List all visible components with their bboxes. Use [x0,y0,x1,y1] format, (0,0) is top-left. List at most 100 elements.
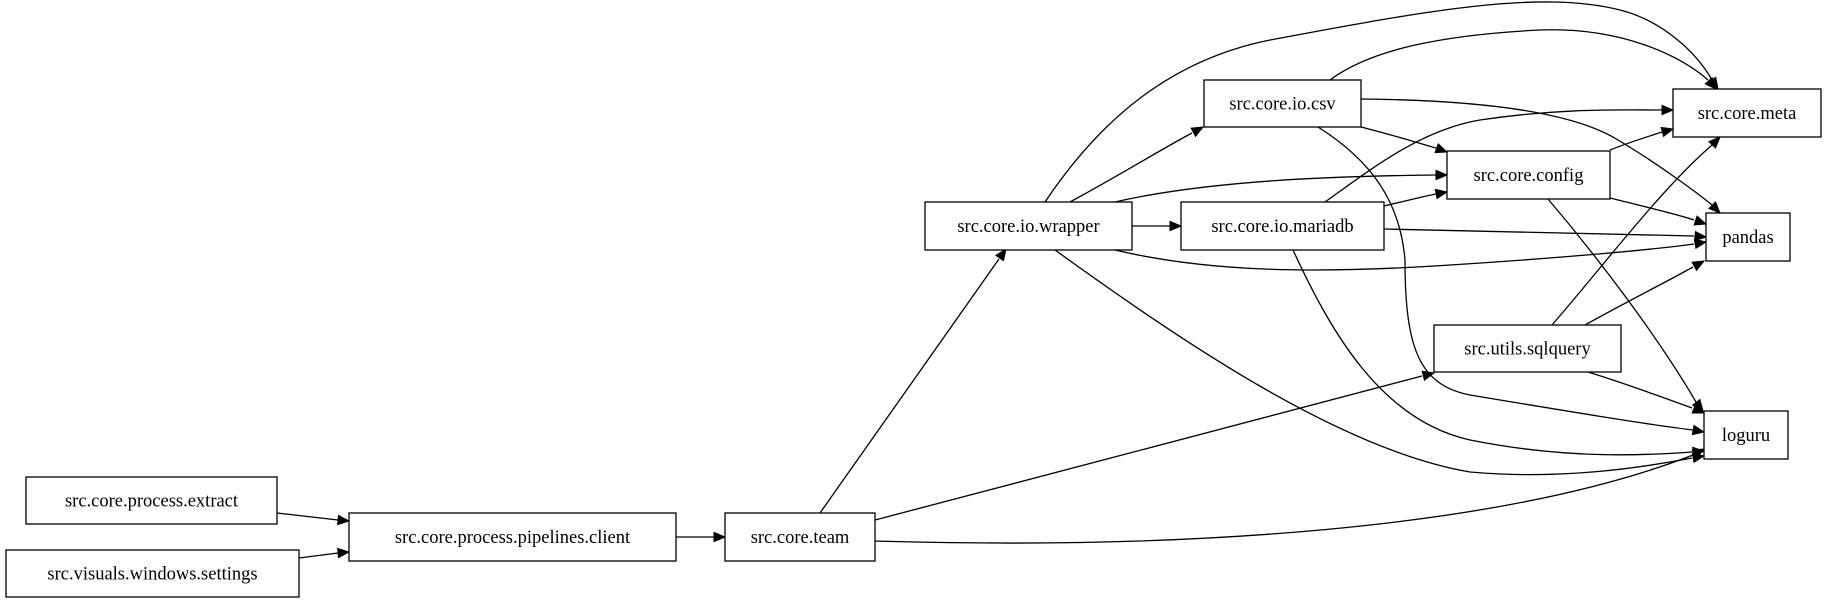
nodes-layer: src.core.process.extract src.visuals.wind… [5,79,1822,598]
edge-csv-to-loguru [1317,126,1706,436]
edge-mariadb-to-pandas [1383,228,1708,242]
edge-team-to-sqlquery [874,370,1436,521]
node-label: src.core.process.pipelines.client [395,528,631,548]
arrowhead [337,547,351,559]
edge-line [1114,243,1695,271]
edge-line [1383,228,1695,237]
edge-line [874,375,1423,521]
arrowhead [1704,76,1717,90]
edge-line [1584,266,1694,326]
edge-line [819,258,1000,514]
arrowhead [1661,104,1675,116]
edge-config-to-loguru [1547,198,1704,413]
edge-line [1054,249,1693,476]
node-meta: src.core.meta [1672,88,1822,138]
edge-wrapper-to-config [1114,169,1449,203]
node-label: src.visuals.windows.settings [47,565,257,585]
edge-sqlquery-to-meta [1551,136,1721,326]
edge-extract-to-client [276,512,351,526]
node-label: src.core.io.wrapper [957,217,1099,237]
node-loguru: loguru [1703,410,1789,460]
arrowhead [337,514,351,526]
edge-line [1317,126,1694,431]
edge-csv-to-config [1360,126,1449,154]
arrowhead [995,247,1007,262]
edge-wrapper-to-mariadb [1132,220,1183,232]
edge-line [1609,197,1695,221]
edge-mariadb-to-config [1383,188,1449,207]
node-client: src.core.process.pipelines.client [348,512,677,562]
arrowhead [1708,136,1721,149]
edge-line [1292,249,1693,456]
arrowhead [1434,143,1449,154]
arrowhead [1190,126,1205,138]
edge-line [1551,144,1713,326]
arrowhead [1660,126,1675,138]
node-team: src.core.team [724,512,876,562]
arrowhead [1693,215,1708,226]
node-mariadb: src.core.io.mariadb [1180,201,1385,251]
node-settings: src.visuals.windows.settings [5,549,300,598]
edge-line [874,454,1694,544]
node-label: loguru [1722,426,1770,446]
edge-line [1547,198,1697,403]
node-box [1446,150,1611,200]
arrowhead [1169,220,1183,232]
node-label: src.core.team [751,528,850,548]
edge-line [276,512,339,521]
arrowhead [1708,201,1721,214]
node-label: src.core.meta [1698,104,1797,124]
node-label: src.core.io.mariadb [1211,217,1353,237]
node-box [1672,88,1822,138]
node-label: pandas [1722,228,1773,248]
node-csv: src.core.io.csv [1203,79,1362,128]
edge-team-to-loguru [874,448,1706,544]
node-label: src.utils.sqlquery [1464,340,1591,360]
arrowhead [713,531,727,543]
node-label: src.core.config [1474,166,1584,186]
node-label: src.core.io.csv [1229,95,1336,115]
edge-line [1069,132,1193,203]
edge-settings-to-client [298,547,351,559]
edge-wrapper-to-meta [1044,1,1719,203]
node-box [348,512,677,562]
edge-mariadb-to-loguru [1292,249,1706,458]
node-config: src.core.config [1446,150,1611,200]
edge-sqlquery-to-loguru [1587,371,1706,414]
edge-sqlquery-to-pandas [1584,260,1706,326]
edge-team-to-wrapper [819,247,1007,514]
arrowhead [1434,188,1449,200]
node-label: src.core.process.extract [65,492,239,512]
arrowhead [1691,424,1706,436]
edge-csv-to-meta [1329,29,1717,90]
edge-line [1609,131,1663,151]
edge-line [1114,174,1437,203]
edge-line [1587,371,1693,409]
node-pandas: pandas [1705,212,1791,262]
edge-line [1324,109,1663,203]
edge-wrapper-to-csv [1069,126,1205,203]
edge-mariadb-to-meta [1324,104,1675,203]
edge-line [1329,29,1709,81]
node-box [1705,212,1791,262]
node-box [724,512,876,562]
node-box [1180,201,1385,251]
node-sqlquery: src.utils.sqlquery [1433,324,1622,373]
arrowhead [1691,260,1706,272]
edge-config-to-meta [1609,126,1675,151]
node-extract: src.core.process.extract [25,476,278,525]
arrowhead [1694,230,1708,242]
node-box [5,549,300,598]
node-box [1433,324,1622,373]
arrowhead [1691,403,1706,414]
edge-line [1360,98,1713,206]
node-box [924,201,1133,251]
node-box [1703,410,1789,460]
edge-line [1360,126,1437,149]
arrowhead [1435,169,1449,181]
node-wrapper: src.core.io.wrapper [924,201,1133,251]
edge-line [1383,193,1437,207]
edge-line [1044,1,1713,203]
edge-client-to-team [676,531,727,543]
